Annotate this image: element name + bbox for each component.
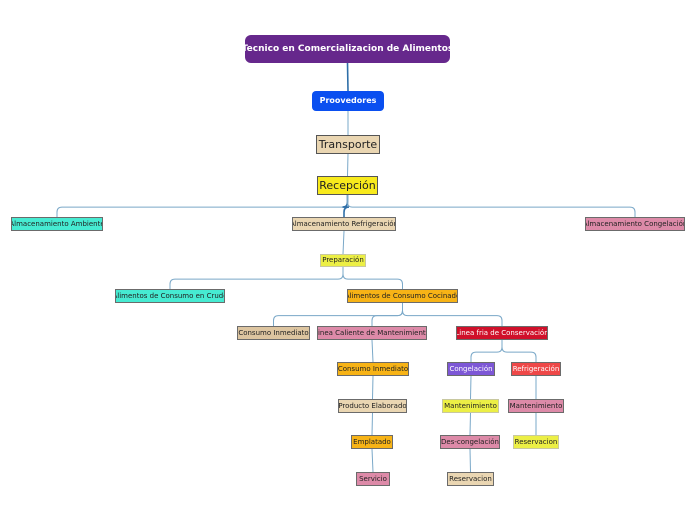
- connector-root-proveedores: [346, 62, 349, 92]
- node-recepcion[interactable]: Recepción: [317, 176, 378, 195]
- connector-alimentos_cocinado-linea_caliente: [371, 303, 403, 326]
- connector-mantenimiento_1-des_congelacion: [469, 412, 471, 436]
- node-almacenamiento-congelacion[interactable]: Almacenamiento Congelación: [585, 217, 685, 231]
- node-consumo-inmediato-2[interactable]: Consumo Inmediato: [337, 362, 409, 376]
- node-congelacion[interactable]: Congelación: [447, 362, 495, 376]
- node-alimentos-crudo[interactable]: Alimentos de Consumo en Crudo: [115, 289, 225, 303]
- node-linea-caliente[interactable]: Linea Caliente de Mantenimiento: [317, 326, 427, 340]
- connector-emplatado-servicio: [371, 448, 374, 473]
- connector-linea_caliente-consumo_inmediato_2: [371, 339, 374, 363]
- node-linea-fria[interactable]: Linea fria de Conservación: [456, 326, 548, 340]
- node-proveedores[interactable]: Proovedores: [312, 91, 384, 111]
- node-refrigeracion[interactable]: Refrigeración: [511, 362, 561, 376]
- connector-des_congelacion-reservacion_1: [469, 448, 471, 473]
- connector-linea_fria-congelacion: [470, 340, 503, 362]
- node-almacenamiento-refrigeracion[interactable]: Almacenamiento Refrigeración: [292, 217, 396, 231]
- connector-alimentos_cocinado-linea_fria: [402, 303, 503, 326]
- connector-transporte-recepcion: [347, 153, 349, 177]
- connector-alimentos_cocinado-consumo_inmediato_1: [273, 303, 403, 326]
- node-servicio[interactable]: Servicio: [356, 472, 390, 486]
- connector-linea_fria-refrigeracion: [501, 340, 537, 362]
- node-reservacion-1[interactable]: Reservacion: [447, 472, 494, 486]
- node-reservacion-2[interactable]: Reservacion: [513, 435, 559, 449]
- node-des-congelacion[interactable]: Des-congelación: [440, 435, 500, 449]
- connector-preparacion-alimentos_cocinado: [342, 267, 403, 289]
- node-mantenimiento-2[interactable]: Mantenimiento: [508, 399, 564, 413]
- node-preparacion[interactable]: Preparación: [320, 254, 366, 267]
- connector-producto_elaborado-emplatado: [371, 412, 373, 436]
- node-root[interactable]: Tecnico en Comercializacion de Alimentos: [245, 35, 450, 63]
- node-almacenamiento-ambiente[interactable]: Almacenamiento Ambiente: [11, 217, 103, 231]
- connector-preparacion-alimentos_crudo: [169, 267, 344, 289]
- node-alimentos-cocinado[interactable]: Alimentos de Consumo Cocinado: [347, 289, 458, 303]
- connector-recepcion-alm_refrigeracion: [342, 195, 350, 217]
- connector-recepcion-alm_congelacion: [347, 195, 636, 217]
- connector-recepcion-alm_ambiente: [56, 195, 348, 217]
- connector-congelacion-mantenimiento_1: [470, 375, 472, 400]
- node-producto-elaborado[interactable]: Producto Elaborado: [338, 399, 407, 413]
- node-mantenimiento-1[interactable]: Mantenimiento: [442, 399, 499, 413]
- connector-alm_refrigeracion-preparacion: [342, 230, 345, 255]
- node-transporte[interactable]: Transporte: [316, 135, 380, 154]
- node-consumo-inmediato-1[interactable]: Consumo Inmediato: [237, 326, 310, 340]
- connector-consumo_inmediato_2-producto_elaborado: [372, 375, 374, 400]
- node-emplatado[interactable]: Emplatado: [351, 435, 393, 449]
